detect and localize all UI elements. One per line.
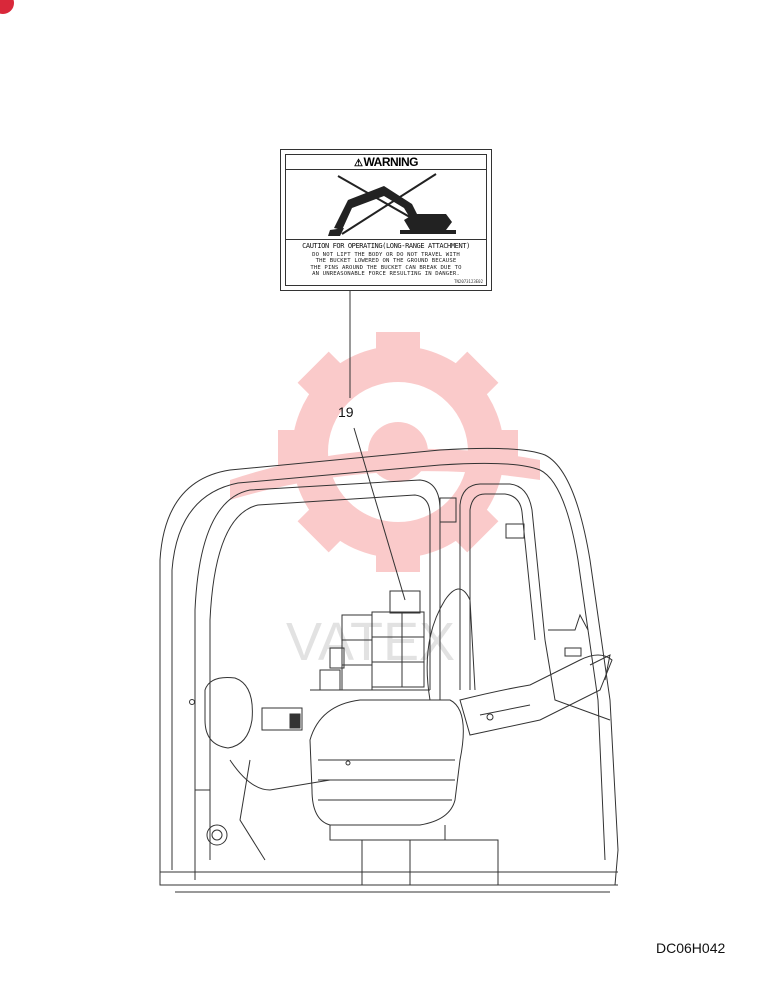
warning-heading: ⚠WARNING (286, 155, 486, 170)
excavator-prohibited-icon (328, 173, 456, 236)
warning-label: ⚠WARNING CAUTION FOR OPERATING(LONG-RANG… (280, 149, 492, 291)
warning-body-line: AN UNREASONABLE FORCE RESULTING IN DANGE… (312, 271, 460, 278)
drawing-id: DC06H042 (656, 940, 726, 956)
corner-badge (0, 0, 14, 14)
part-code: TN2073123E02 (454, 279, 483, 284)
warning-body-line: DO NOT LIFT THE BODY OR DO NOT TRAVEL WI… (312, 252, 460, 258)
warning-title: CAUTION FOR OPERATING(LONG-RANGE ATTACHM… (302, 242, 470, 250)
seat-cushion (309, 699, 464, 826)
warning-body-line: THE BUCKET LOWERED ON THE GROUND BECAUSE (315, 258, 457, 265)
cab-outer-shell (159, 447, 619, 886)
warning-triangle-icon: ⚠ (354, 158, 363, 169)
warning-body-line: THE PINS AROUND THE BUCKET CAN BREAK DUE… (310, 264, 462, 271)
warning-body: DO NOT LIFT THE BODY OR DO NOT TRAVEL WI… (292, 252, 480, 278)
leader-line-arrow (353, 427, 406, 601)
warning-heading-text: WARNING (363, 155, 418, 169)
seat-backrest (426, 588, 476, 701)
callout-number: 19 (338, 404, 354, 420)
